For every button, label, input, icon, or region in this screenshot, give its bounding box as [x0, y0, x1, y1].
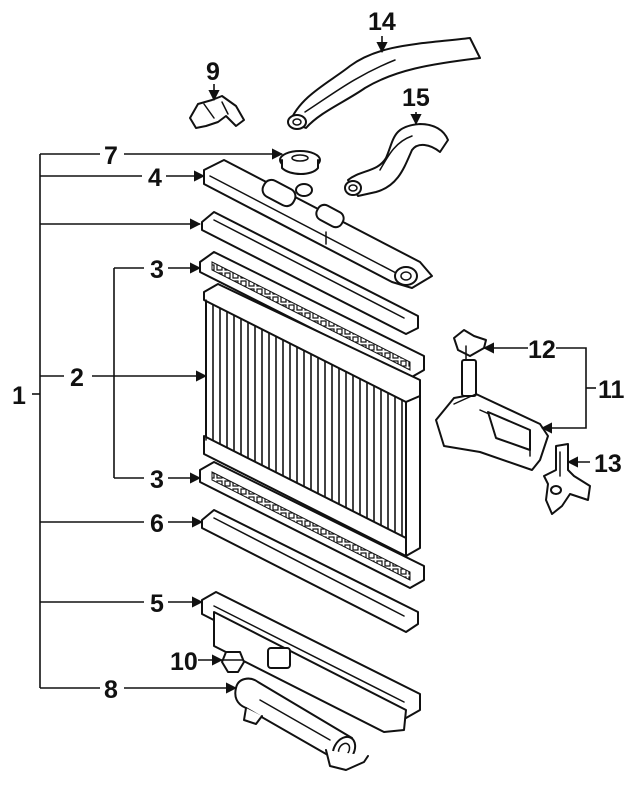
- reserve-tank: [435, 359, 549, 471]
- oil-cooler: [234, 677, 369, 771]
- drain-cock: [221, 651, 245, 673]
- callout-8: 8: [104, 676, 118, 704]
- reserve-tank-cap: [453, 329, 487, 361]
- radiator-core: [203, 283, 421, 557]
- lower-tank: [201, 591, 421, 733]
- leader-lines: [32, 36, 596, 694]
- callout-7: 7: [104, 142, 118, 170]
- upper-core-plate: [199, 251, 425, 379]
- upper-radiator-hose: [287, 37, 481, 130]
- radiator-cap: [279, 150, 321, 175]
- callout-9: 9: [206, 58, 220, 86]
- hose-clip: [189, 95, 245, 129]
- callout-15: 15: [402, 84, 430, 112]
- callout-10: 10: [170, 648, 198, 676]
- callout-2: 2: [70, 364, 84, 392]
- lower-core-plate: [199, 461, 425, 589]
- callout-11: 11: [598, 376, 625, 404]
- callout-13: 13: [594, 450, 622, 478]
- upper-gasket: [201, 211, 419, 335]
- callout-4: 4: [148, 164, 162, 192]
- lower-gasket: [201, 509, 419, 633]
- lower-radiator-hose: [344, 123, 449, 197]
- callout-5: 5: [150, 590, 164, 618]
- callout-12: 12: [528, 336, 556, 364]
- upper-tank: [203, 159, 433, 289]
- callout-6: 6: [150, 510, 164, 538]
- callout-3-lower: 3: [150, 466, 164, 494]
- mounting-bracket: [543, 443, 591, 515]
- callout-3-upper: 3: [150, 256, 164, 284]
- callout-1: 1: [12, 382, 26, 410]
- callout-14: 14: [368, 8, 396, 36]
- callout-numbers: 1 2 3 3 4 5 6 7 8 9 10 11 12 13 14 15: [12, 8, 625, 704]
